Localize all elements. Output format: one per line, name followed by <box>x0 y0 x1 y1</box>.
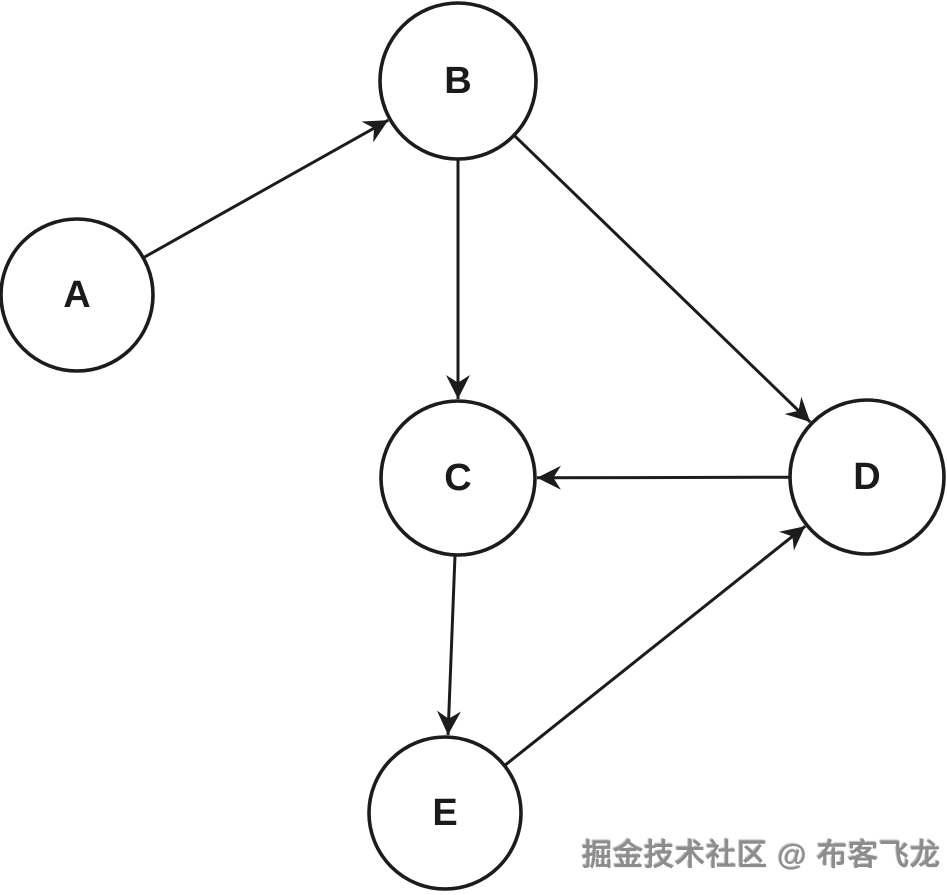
edge-A-B <box>143 118 389 259</box>
node-A: A <box>0 217 155 373</box>
node-circle-C <box>379 399 537 557</box>
node-circle-A <box>0 217 155 373</box>
node-label-E: E <box>432 792 457 834</box>
node-label-A: A <box>63 274 90 316</box>
node-D: D <box>788 398 946 556</box>
node-circle-D <box>788 398 946 556</box>
node-label-D: D <box>853 456 880 498</box>
node-B: B <box>378 1 538 161</box>
node-label-B: B <box>444 60 471 102</box>
node-label-C: C <box>444 457 471 499</box>
node-circle-B <box>378 1 538 161</box>
edge-C-E <box>436 555 461 736</box>
node-E: E <box>367 735 523 891</box>
edge-D-C <box>536 465 790 490</box>
node-C: C <box>379 399 537 557</box>
edge-E-D <box>504 525 807 767</box>
edge-B-D <box>513 134 812 424</box>
watermark-text: 掘金技术社区 @ 布客飞龙 <box>582 839 941 872</box>
node-circle-E <box>367 735 523 891</box>
